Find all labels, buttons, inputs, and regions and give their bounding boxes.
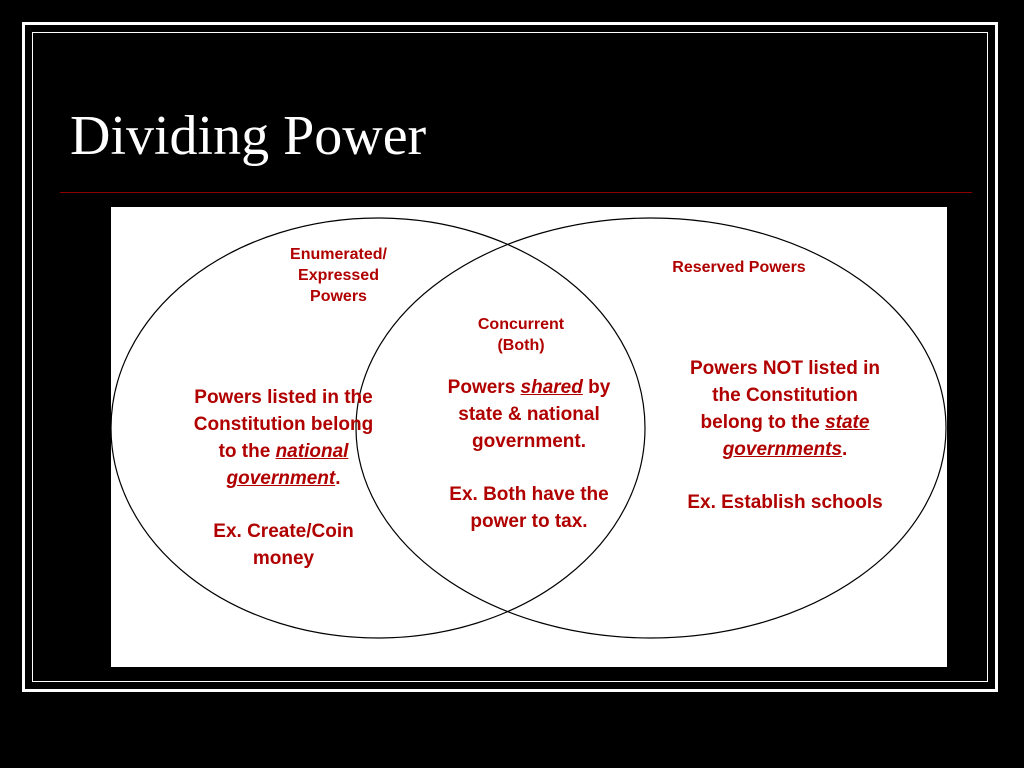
center-body-emphasis: shared — [520, 377, 583, 398]
left-example-line: Ex. Create/Coin — [213, 520, 354, 542]
venn-diagram: Enumerated/ Expressed Powers Powers list… — [111, 207, 947, 667]
left-header-line: Enumerated/ — [290, 246, 387, 263]
title-divider — [60, 192, 972, 193]
left-body-line: government. — [166, 466, 401, 493]
right-body-line: Powers NOT listed in — [689, 358, 881, 379]
left-header-line: Powers — [310, 287, 367, 305]
left-body-emphasis: national — [275, 440, 349, 462]
left-body-emphasis: government — [226, 467, 336, 489]
left-body-line: Powers listed in the — [194, 387, 373, 408]
center-body-line: government. — [471, 430, 587, 452]
center-example-line: power to tax. — [470, 510, 588, 532]
center-body: Powers shared by state & national govern… — [423, 375, 635, 536]
center-body-line: Powers shared by — [423, 375, 635, 402]
center-body-text: Powers — [447, 377, 521, 398]
center-header-line: (Both) — [497, 336, 545, 354]
right-body-text: . — [842, 438, 848, 460]
right-body-line: the Constitution — [712, 384, 858, 406]
center-body-text: by — [582, 377, 611, 398]
venn-circles — [111, 217, 947, 639]
slide-inner-border — [32, 32, 988, 682]
left-body-text: to the — [218, 440, 276, 462]
right-example-line: Ex. Establish schools — [687, 491, 883, 513]
center-body-line: state & national — [458, 403, 600, 425]
center-example-line: Ex. Both have the — [449, 483, 609, 505]
left-body-line: Constitution belong — [193, 413, 374, 435]
slide-outer-border — [22, 22, 998, 692]
left-example-line: money — [252, 547, 315, 569]
left-header-line: Expressed — [298, 266, 379, 284]
right-circle — [355, 217, 947, 639]
left-body-text: . — [335, 467, 341, 489]
right-circle-body: Powers NOT listed in the Constitution be… — [663, 356, 907, 517]
center-header: Concurrent (Both) — [456, 315, 586, 357]
center-header-line: Concurrent — [477, 316, 565, 333]
right-body-emphasis: governments — [722, 438, 843, 460]
slide-title: Dividing Power — [70, 105, 427, 167]
right-body-line: belong to the state — [663, 410, 907, 437]
right-circle-header: Reserved Powers — [672, 259, 806, 276]
left-body-line: to the national — [166, 439, 401, 466]
left-circle-header: Enumerated/ Expressed Powers — [261, 245, 416, 307]
left-circle — [111, 217, 646, 639]
right-body-emphasis: state — [825, 411, 870, 433]
left-circle-body: Powers listed in the Constitution belong… — [166, 385, 401, 573]
right-body-text: belong to the — [700, 411, 826, 433]
right-body-line: governments. — [663, 437, 907, 464]
